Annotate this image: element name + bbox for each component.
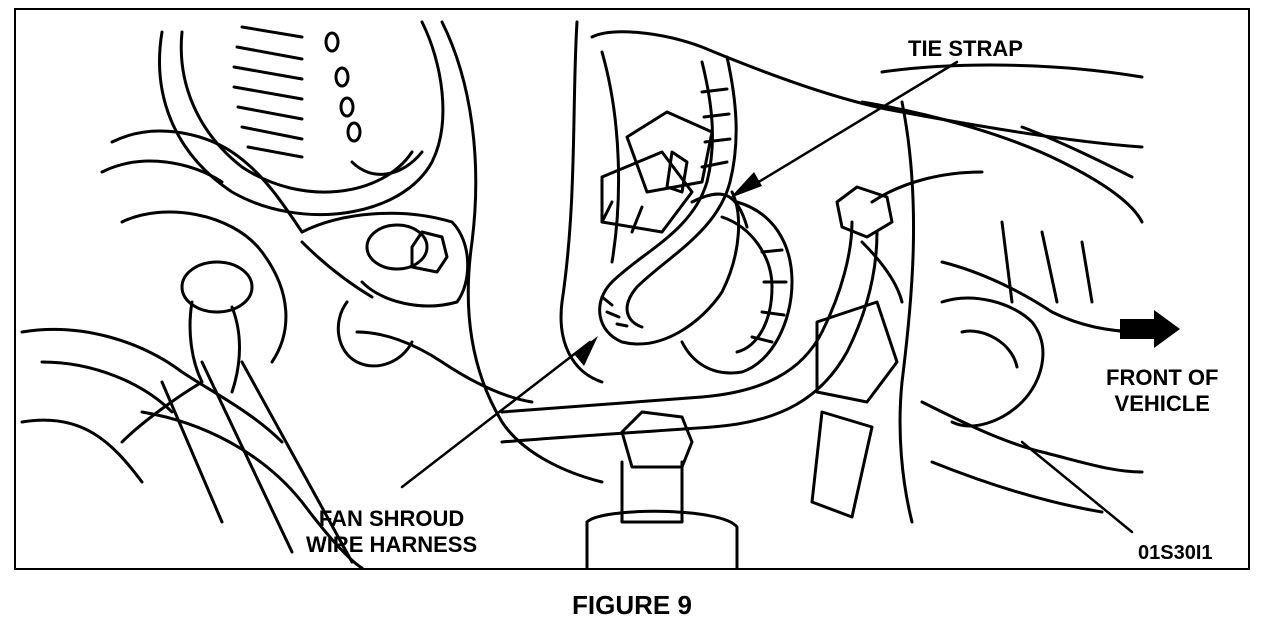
tie-strap-arrowhead [730,172,762,198]
fan-shroud [440,20,1144,484]
lower-fitting [585,410,739,568]
engine-line-drawing [20,20,1180,568]
fan-shroud-harness-label: FAN SHROUD WIRE HARNESS [306,506,477,558]
figure-caption: FIGURE 9 [572,590,692,620]
tie-strap-label: TIE STRAP [908,36,1023,61]
front-of-vehicle-arrow [1120,310,1180,348]
diagram-frame: TIE STRAP FRONT OF VEHICLE FAN SHROUD WI… [14,8,1250,570]
front-of-vehicle-line2: VEHICLE [1114,391,1210,416]
wire-harness [598,55,794,375]
mount-bolt [300,211,534,404]
fan-shroud-arrowhead [574,336,598,366]
fan-shroud-line1: FAN SHROUD [318,506,465,531]
right-components [810,100,1144,524]
front-of-vehicle-line1: FRONT OF [1106,365,1219,390]
electrical-connector [600,110,714,234]
front-of-vehicle-label: FRONT OF VEHICLE [1106,365,1218,417]
coolant-tube [500,170,984,444]
fan-shroud-line2: WIRE HARNESS [306,532,478,557]
alternator [158,20,445,217]
figure-code: 01S30I1 [1138,542,1213,564]
leader-lines [400,60,1134,534]
left-bracket [20,129,364,568]
